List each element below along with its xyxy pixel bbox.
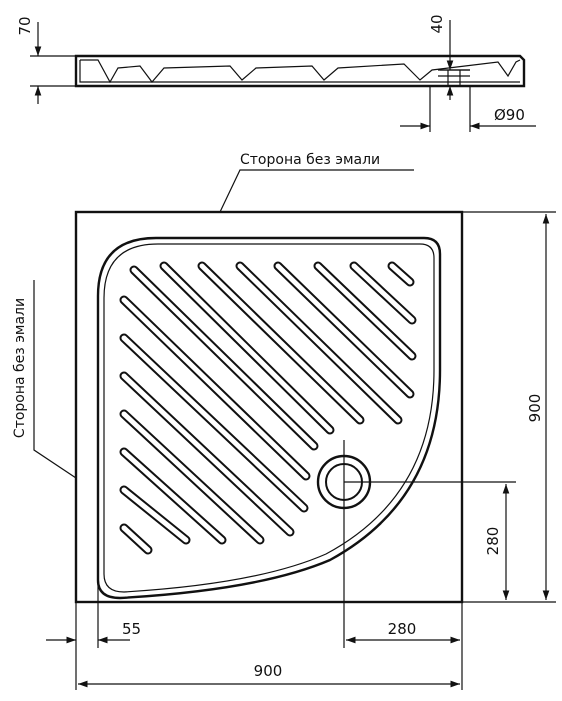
tray-outer-square xyxy=(74,210,464,604)
width-label: 900 xyxy=(254,662,283,680)
side-tray-rim xyxy=(79,60,520,83)
groove-inner-1 xyxy=(389,263,413,285)
groove-inner-12 xyxy=(121,411,263,543)
groove-inner-13 xyxy=(121,449,225,543)
groove-inner-2 xyxy=(351,263,415,323)
height-label: 900 xyxy=(526,394,544,423)
drain-dia-label: Ø90 xyxy=(494,106,525,124)
tray-basin-inner xyxy=(103,243,435,593)
drain-depth-label: 40 xyxy=(428,14,446,33)
note-left-leader xyxy=(33,280,77,479)
groove-inner-8 xyxy=(131,267,317,449)
side-tray-inner-profile xyxy=(80,59,521,84)
groove-inner-7 xyxy=(161,263,333,433)
side-height-label: 70 xyxy=(16,16,34,35)
drain-y-label: 280 xyxy=(484,527,502,556)
groove-inner-15 xyxy=(121,525,151,553)
note-top-unenameled-side: Сторона без эмали xyxy=(240,152,380,168)
groove-inner-4 xyxy=(275,263,413,397)
side-drain-cut xyxy=(438,69,470,86)
top-view: Сторона без эмали Сторона без эмали 900 … xyxy=(12,152,556,690)
groove-inner-5 xyxy=(237,263,401,423)
groove-inner-10 xyxy=(121,335,307,511)
note-left-unenameled-side: Сторона без эмали xyxy=(12,298,28,438)
side-tray-outline xyxy=(74,54,526,88)
tray-basin-outer xyxy=(96,236,442,600)
side-view: 70 40 Ø90 xyxy=(16,14,536,132)
groove-inner-6 xyxy=(199,263,363,423)
groove-inner-14 xyxy=(121,487,189,543)
groove-inner-3 xyxy=(315,263,415,359)
note-top-leader xyxy=(219,169,414,213)
anti-slip-grooves xyxy=(119,261,417,555)
drain-x-label: 280 xyxy=(388,620,417,638)
groove-inner-11 xyxy=(121,373,293,535)
rim-offset-label: 55 xyxy=(122,620,141,638)
groove-inner-9 xyxy=(121,297,309,479)
